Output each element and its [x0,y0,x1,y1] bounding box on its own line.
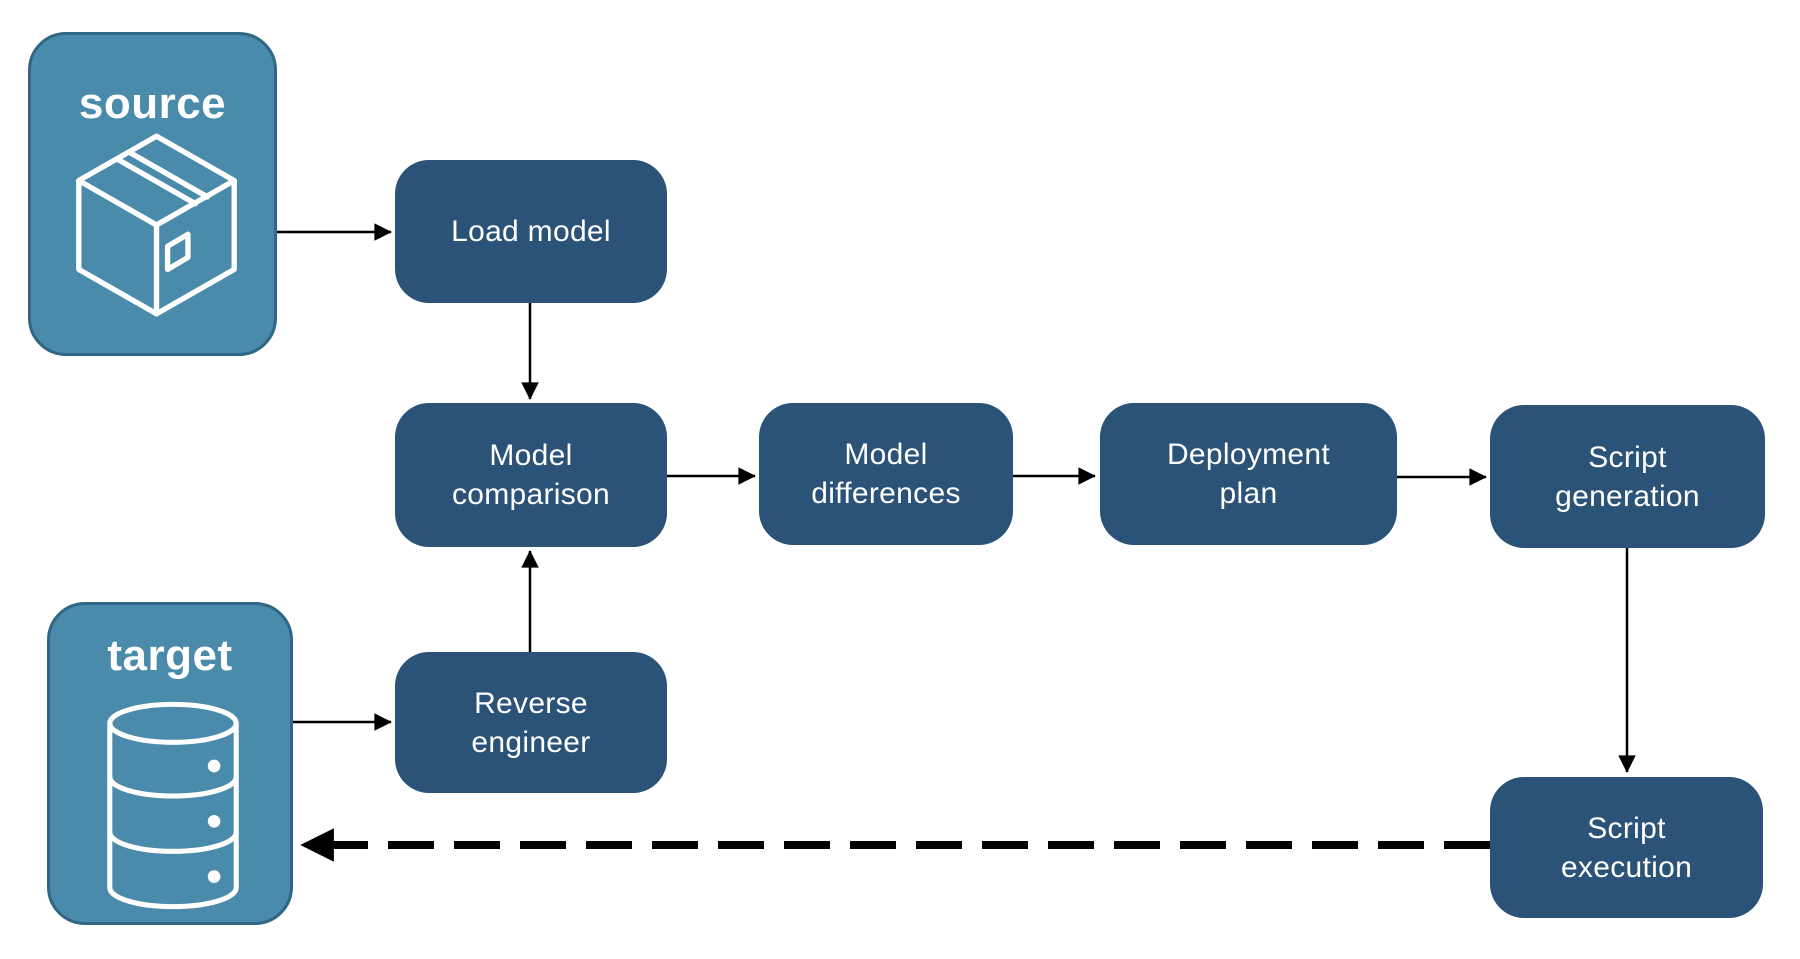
source-container: source [28,32,277,356]
node-script-generation-label: Script generation [1555,440,1700,513]
source-label: source [78,79,227,128]
node-load-model-label: Load model [451,215,611,248]
node-script-execution-label: Script execution [1560,811,1693,884]
target-container: target [47,602,293,925]
node-script-generation: Script generation [1490,405,1765,548]
node-script-execution: Script execution [1490,777,1763,918]
node-model-differences: Model differences [759,403,1013,545]
node-model-differences-label: Model differences [811,438,961,510]
node-deployment-plan: Deployment plan [1100,403,1397,545]
node-model-comparison-label: Model comparison [451,439,611,511]
node-load-model: Load model [395,160,667,303]
package-icon [76,133,237,317]
target-label: target [107,631,233,680]
node-model-comparison: Model comparison [395,403,667,547]
node-reverse-engineer: Reverse engineer [395,652,667,793]
node-reverse-engineer-label: Reverse engineer [471,686,591,759]
node-deployment-plan-label: Deployment plan [1166,438,1331,510]
database-icon [107,701,239,910]
